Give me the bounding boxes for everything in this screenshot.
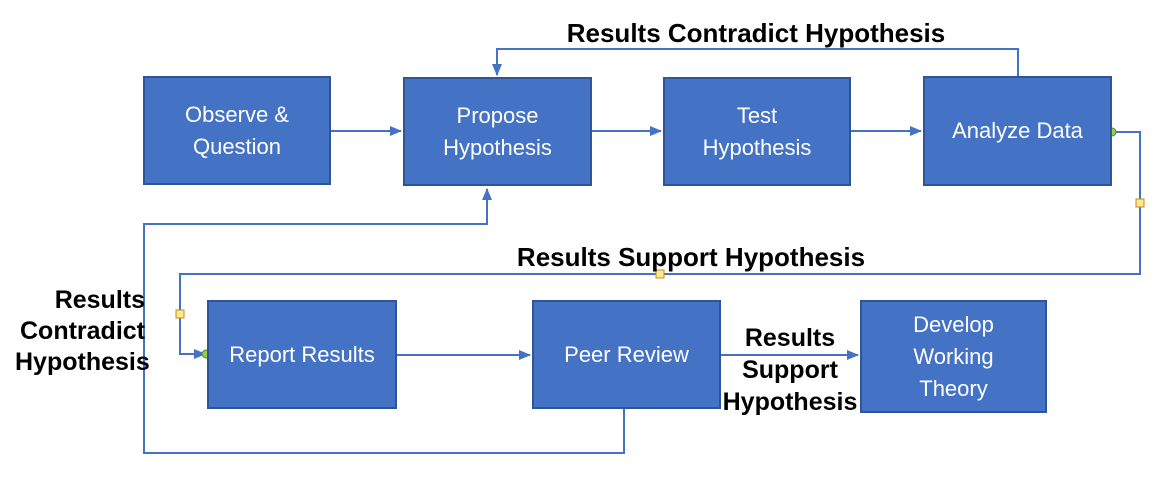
label-results-contradict-top[interactable]: Results Contradict Hypothesis bbox=[566, 18, 946, 48]
connector-adjust-handle[interactable] bbox=[655, 269, 665, 279]
node-develop-working-theory[interactable]: Develop Working Theory bbox=[860, 300, 1047, 413]
connector-adjust-handle[interactable] bbox=[1135, 198, 1145, 208]
node-test-hypothesis[interactable]: Test Hypothesis bbox=[663, 77, 851, 186]
label-results-contradict-left[interactable]: Results Contradict Hypothesis bbox=[15, 286, 150, 376]
node-observe-question[interactable]: Observe & Question bbox=[143, 76, 331, 185]
node-analyze-data[interactable]: Analyze Data bbox=[923, 76, 1112, 186]
node-peer-review[interactable]: Peer Review bbox=[532, 300, 721, 409]
edge-analyze-to-propose-feedback[interactable] bbox=[492, 48, 1019, 76]
connector-adjust-handle[interactable] bbox=[175, 309, 185, 319]
node-propose-hypothesis[interactable]: Propose Hypothesis bbox=[403, 77, 592, 186]
label-results-support-mid[interactable]: Results Support Hypothesis bbox=[722, 324, 858, 416]
label-results-support[interactable]: Results Support Hypothesis bbox=[516, 242, 866, 272]
edge-peer-to-propose-feedback[interactable] bbox=[143, 188, 625, 454]
node-report-results[interactable]: Report Results bbox=[207, 300, 397, 409]
